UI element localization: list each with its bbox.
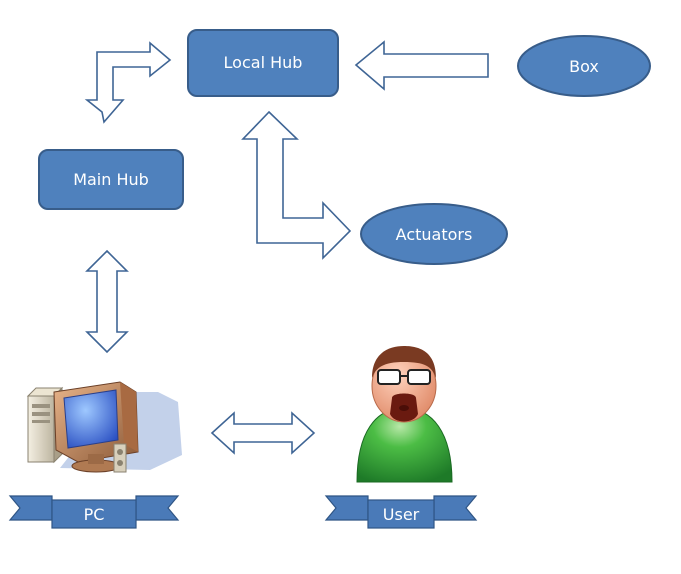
node-local-hub: Local Hub bbox=[187, 29, 339, 97]
user-icon bbox=[356, 346, 453, 483]
node-main-hub: Main Hub bbox=[38, 149, 184, 210]
actuators-label: Actuators bbox=[396, 225, 473, 244]
arrow-localhub-actuators bbox=[241, 110, 352, 260]
local-hub-label: Local Hub bbox=[224, 53, 303, 72]
arrow-mainhub-pc bbox=[85, 249, 129, 354]
arrow-mainhub-localhub bbox=[84, 41, 172, 124]
arrow-box-localhub bbox=[354, 40, 489, 91]
user-ribbon: User bbox=[324, 495, 478, 529]
user-label: User bbox=[383, 505, 420, 524]
arrow-pc-user bbox=[210, 411, 316, 455]
box-label: Box bbox=[569, 57, 599, 76]
pc-label: PC bbox=[84, 505, 105, 524]
pc-ribbon: PC bbox=[8, 495, 180, 529]
node-actuators: Actuators bbox=[360, 203, 508, 265]
pc-icon bbox=[26, 381, 182, 473]
node-box: Box bbox=[517, 35, 651, 97]
main-hub-label: Main Hub bbox=[73, 170, 149, 189]
